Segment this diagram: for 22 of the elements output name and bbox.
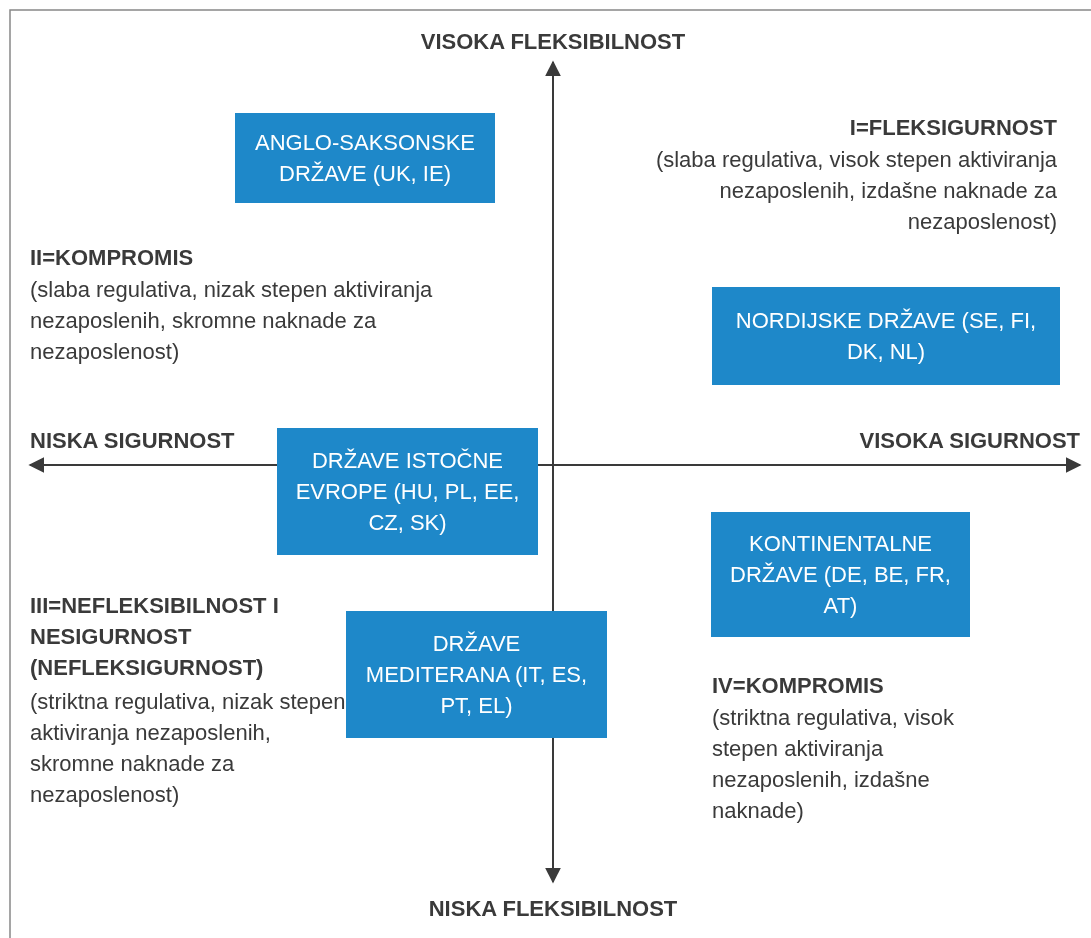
country-group-box: [346, 611, 607, 738]
quadrant-heading: I=FLEKSIGURNOST: [848, 114, 1057, 142]
quadrant-heading: III=NEFLEKSIBILNOST I NESIGURNOST (NEFLEKSIGURNOST): [30, 592, 280, 682]
quadrant-heading: IV=KOMPROMIS: [712, 672, 885, 700]
box-label: DRŽAVE ISTOČNE EVROPE (HU, PL, EE, CZ, SK): [294, 447, 521, 537]
quadrant-description: (striktna regulativa, visok stepen aktiviranja nezaposlenih, izdašne naknade): [712, 704, 956, 825]
country-group-box: [712, 287, 1060, 385]
box-label: DRŽAVE MEDITERANA (IT, ES, PT, EL): [364, 630, 589, 720]
box-label: KONTINENTALNE DRŽAVE (DE, BE, FR, AT): [729, 530, 952, 620]
quadrant-heading: II=KOMPROMIS: [30, 244, 195, 272]
country-group-box: [711, 512, 970, 637]
box-label: NORDIJSKE DRŽAVE (SE, FI, DK, NL): [734, 307, 1038, 366]
axis-label: NISKA SIGURNOST: [30, 427, 236, 455]
quadrant-description: (slaba regulativa, visok stepen aktiviranja nezaposlenih, izdašne naknade za nezaposlenost): [654, 146, 1057, 236]
country-group-box: [235, 113, 495, 203]
axis-label: VISOKA SIGURNOST: [858, 427, 1080, 455]
quadrant-description: (slaba regulativa, nizak stepen aktiviranja nezaposlenih, skromne naknade za nezaposlenost): [30, 276, 434, 366]
country-group-box: [277, 428, 538, 555]
axis-label: VISOKA FLEKSIBILNOST: [419, 28, 687, 56]
box-label: ANGLO-SAKSONSKE DRŽAVE (UK, IE): [253, 129, 477, 188]
axis-label: NISKA FLEKSIBILNOST: [427, 895, 679, 923]
quadrant-description: (striktna regulativa, nizak stepen aktiviranja nezaposlenih, skromne naknade za nezaposlenost): [30, 688, 347, 809]
